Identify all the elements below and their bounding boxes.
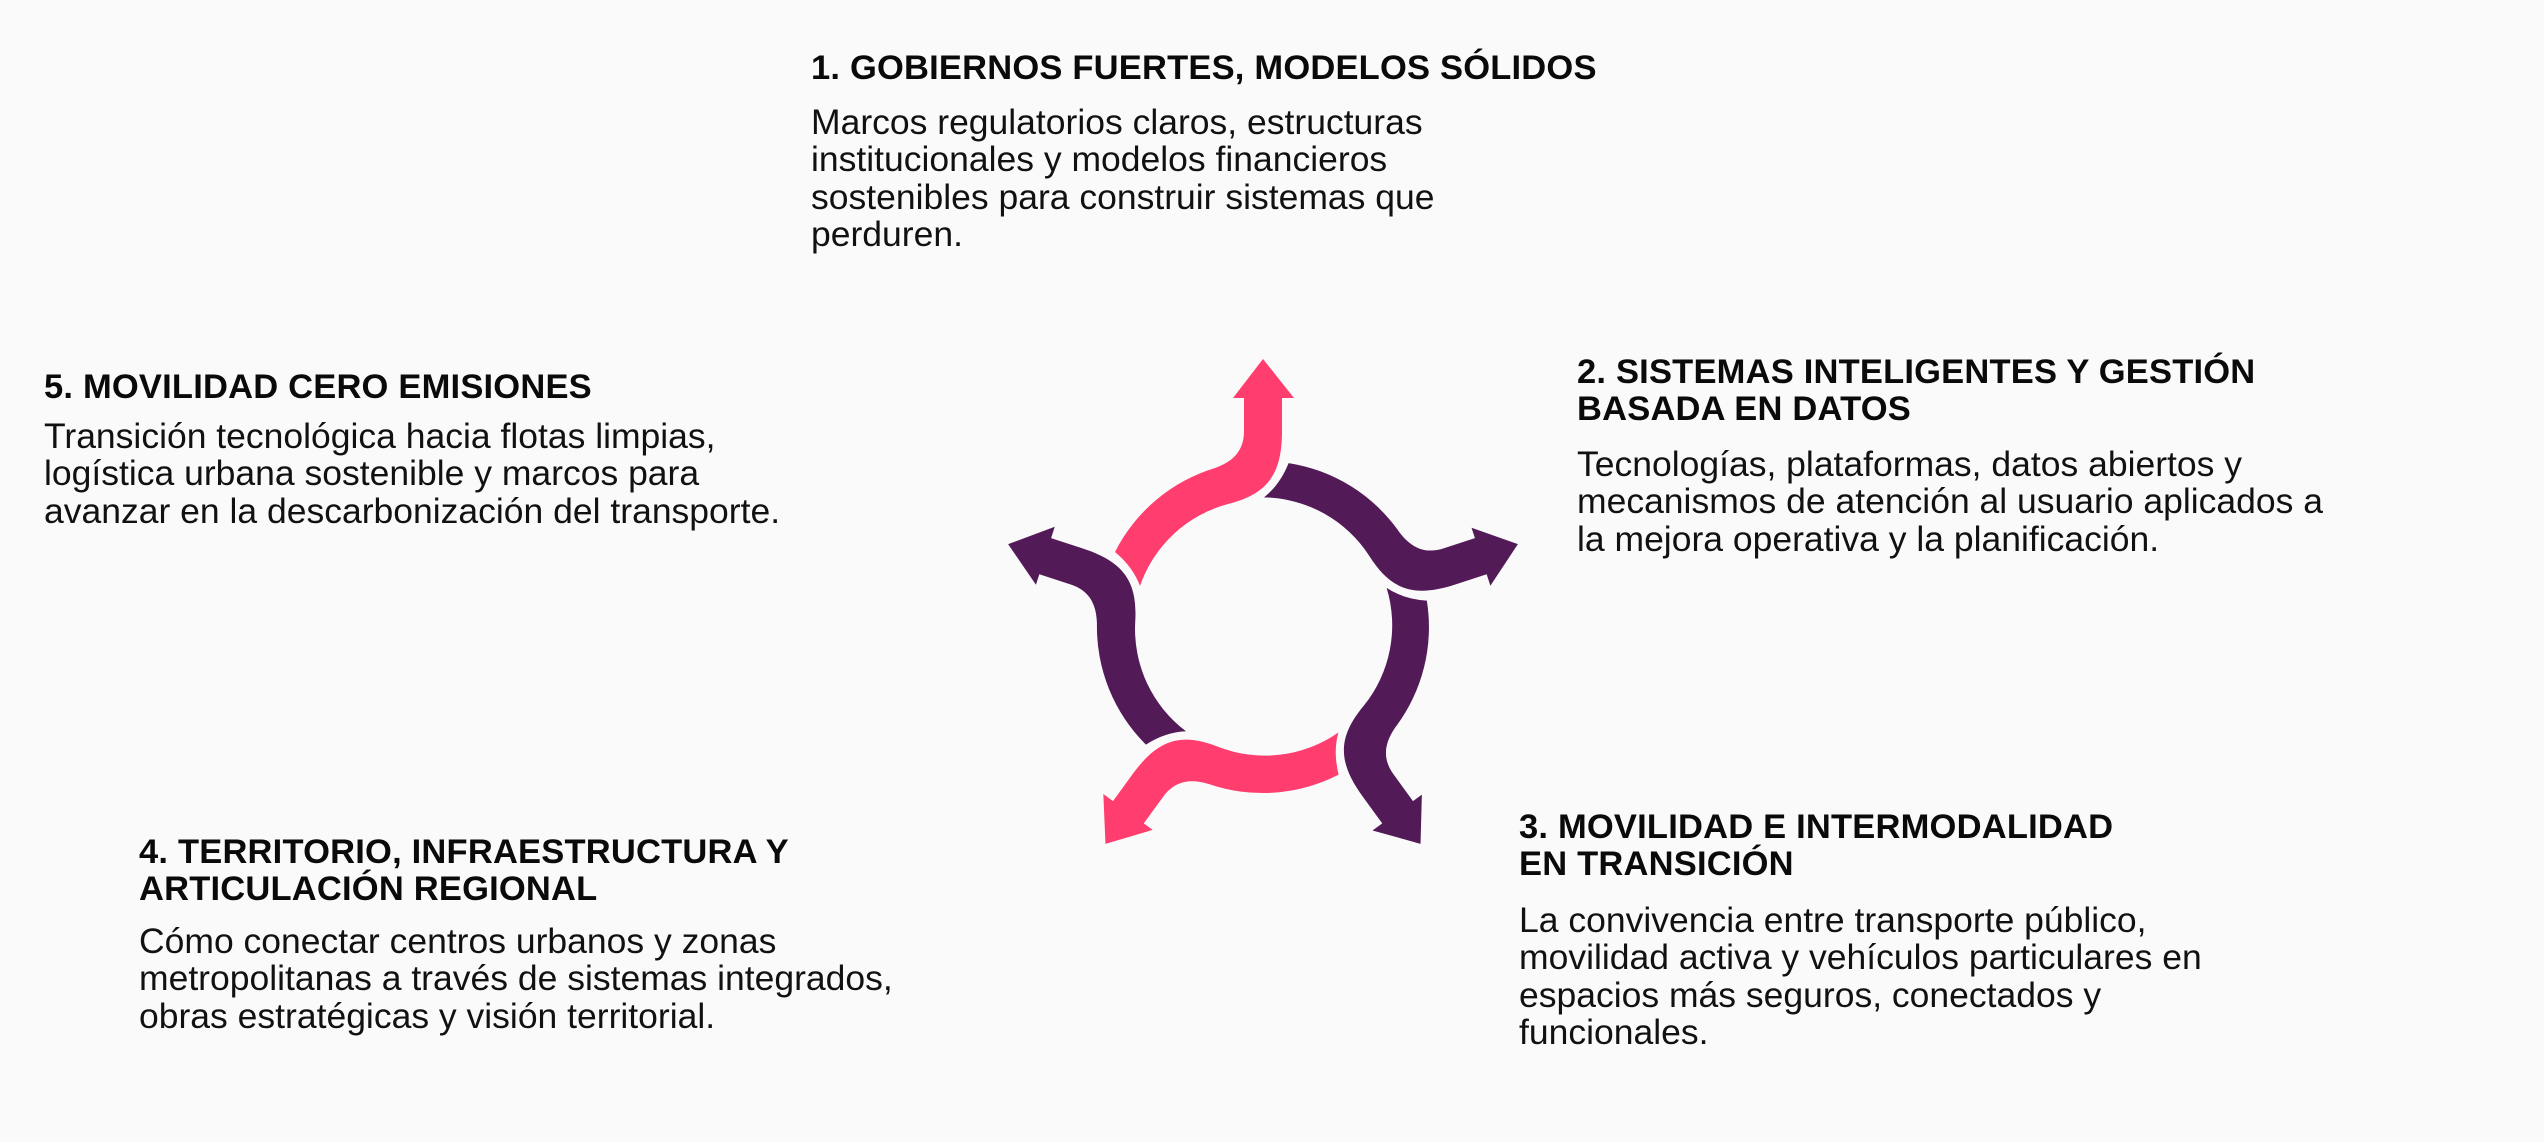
pillar-4-title: 4. TERRITORIO, INFRAESTRUCTURA Y ARTICUL… bbox=[139, 834, 789, 907]
arrow-icon-upper-left bbox=[962, 514, 1234, 756]
title-line: EN TRANSICIÓN bbox=[1519, 844, 1794, 883]
body-line: Tecnologías, plataformas, datos abiertos… bbox=[1577, 444, 2243, 484]
body-line: logística urbana sostenible y marcos par… bbox=[44, 453, 700, 494]
body-line: la mejora operativa y la planificación. bbox=[1577, 518, 2160, 559]
body-line: funcionales. bbox=[1519, 1011, 1709, 1052]
body-line: Marcos regulatorios claros, estructuras bbox=[811, 102, 1423, 142]
title-line: ARTICULACIÓN REGIONAL bbox=[139, 869, 598, 908]
body-line: avanzar en la descarbonización del trans… bbox=[44, 490, 781, 531]
title-line: 3. MOVILIDAD E INTERMODALIDAD bbox=[1519, 808, 2114, 846]
body-line: movilidad activa y vehículos particulare… bbox=[1519, 937, 2202, 978]
pillar-4-description: Cómo conectar centros urbanos y zonas me… bbox=[139, 921, 893, 1036]
arrow-icon-lower-right bbox=[1262, 573, 1541, 863]
pillar-1-governance: 1. GOBIERNOS FUERTES, MODELOS SÓLIDOS Ma… bbox=[811, 50, 1597, 253]
pillar-4-territory: 4. TERRITORIO, INFRAESTRUCTURA Y ARTICUL… bbox=[139, 834, 893, 1034]
body-line: Transición tecnológica hacia flotas limp… bbox=[44, 416, 716, 456]
body-line: mecanismos de atención al usuario aplica… bbox=[1577, 481, 2323, 522]
arrow-icon-lower-left bbox=[1080, 641, 1359, 931]
arrow-icon-upper-right bbox=[1256, 403, 1528, 644]
title-line: 5. MOVILIDAD CERO EMISIONES bbox=[44, 368, 592, 406]
body-line: espacios más seguros, conectados y bbox=[1519, 974, 2102, 1015]
pillar-3-intermodality: 3. MOVILIDAD E INTERMODALIDAD EN TRANSIC… bbox=[1519, 809, 2202, 1051]
pillar-1-title: 1. GOBIERNOS FUERTES, MODELOS SÓLIDOS bbox=[811, 50, 1597, 87]
title-line: 1. GOBIERNOS FUERTES, MODELOS SÓLIDOS bbox=[811, 49, 1597, 87]
body-line: obras estratégicas y visión territorial. bbox=[139, 995, 716, 1036]
pillar-5-title: 5. MOVILIDAD CERO EMISIONES bbox=[44, 369, 592, 406]
title-line: 4. TERRITORIO, INFRAESTRUCTURA Y bbox=[139, 833, 789, 871]
pillar-2-smart-systems: 2. SISTEMAS INTELIGENTES Y GESTIÓN BASAD… bbox=[1577, 354, 2323, 557]
pillar-3-title: 3. MOVILIDAD E INTERMODALIDAD EN TRANSIC… bbox=[1519, 809, 2113, 882]
pillar-5-zero-emissions: 5. MOVILIDAD CERO EMISIONES Transición t… bbox=[44, 369, 780, 529]
arrow-icon-top bbox=[1115, 359, 1294, 586]
pillar-1-description: Marcos regulatorios claros, estructuras … bbox=[811, 102, 1435, 254]
title-line: BASADA EN DATOS bbox=[1577, 389, 1911, 428]
body-line: perduren. bbox=[811, 213, 963, 254]
pillar-5-description: Transición tecnológica hacia flotas limp… bbox=[44, 416, 781, 531]
pillar-2-title: 2. SISTEMAS INTELIGENTES Y GESTIÓN BASAD… bbox=[1577, 354, 2255, 427]
title-line: 2. SISTEMAS INTELIGENTES Y GESTIÓN bbox=[1577, 353, 2256, 391]
pillar-3-description: La convivencia entre transporte público,… bbox=[1519, 900, 2202, 1052]
pillar-2-description: Tecnologías, plataformas, datos abiertos… bbox=[1577, 444, 2323, 559]
body-line: sostenibles para construir sistemas que bbox=[811, 176, 1435, 217]
body-line: metropolitanas a través de sistemas inte… bbox=[139, 958, 893, 999]
body-line: La convivencia entre transporte público, bbox=[1519, 900, 2147, 940]
body-line: Cómo conectar centros urbanos y zonas bbox=[139, 921, 777, 961]
body-line: institucionales y modelos financieros bbox=[811, 139, 1388, 180]
